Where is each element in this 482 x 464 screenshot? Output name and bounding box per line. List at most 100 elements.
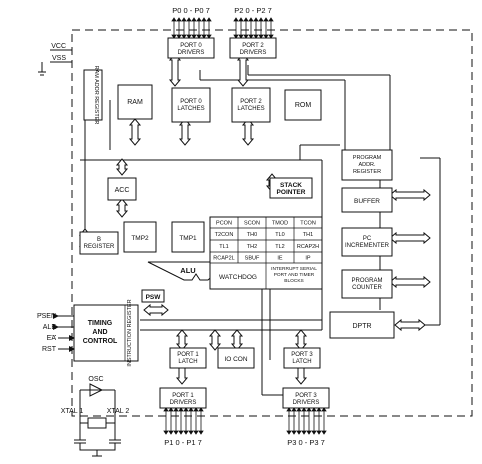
internal-bus	[80, 65, 441, 396]
port1-pin-arrowhead	[163, 407, 169, 412]
port2-pin-arrowhead	[268, 34, 274, 39]
ram-box	[117, 84, 153, 120]
port3-pin-arrowhead	[286, 407, 292, 412]
pc-incrementer-box	[341, 227, 393, 257]
port2-pin-arrowhead	[268, 17, 274, 22]
sfr-cell-t2con: T2CON	[215, 232, 234, 238]
port2-pin-arrowhead	[248, 17, 254, 22]
port1-pin-arrowhead	[193, 407, 199, 412]
alu-label: ALU	[180, 266, 195, 275]
port0-pin-arrowhead	[186, 17, 192, 22]
ram-addr-register-label: RAM ADDR REGISTER	[93, 66, 99, 125]
ale-label: ALE	[43, 324, 57, 331]
port3-pin-arrowhead	[311, 430, 317, 435]
rom-label: ROM	[295, 102, 312, 109]
port3-pin-arrows	[286, 407, 327, 435]
port2-pin-arrowhead	[253, 34, 259, 39]
port3-pin-arrowhead	[301, 430, 307, 435]
port2-drivers-box	[229, 37, 277, 59]
sfr-cell-th1: TH1	[303, 232, 313, 238]
program-addr-register-box	[341, 149, 393, 181]
port0-pin-arrowhead	[186, 34, 192, 39]
port1-pin-arrowhead	[178, 407, 184, 412]
sfr-cell-tl0: TL0	[275, 232, 284, 238]
port1-pin-arrowhead	[188, 430, 194, 435]
program-counter-line2: COUNTER	[352, 285, 382, 291]
xtal2-label: XTAL 2	[107, 408, 130, 415]
port0-drivers-line2: DRIVERS	[178, 50, 205, 56]
port1-pin-arrowhead	[183, 430, 189, 435]
ram-label: RAM	[127, 99, 143, 106]
port2-pin-arrowhead	[238, 17, 244, 22]
port2-pin-arrowhead	[233, 17, 239, 22]
timing-line3: CONTROL	[83, 338, 118, 345]
port1-pin-arrowhead	[173, 430, 179, 435]
port0-pin-arrowhead	[201, 34, 207, 39]
port1-pin-arrowhead	[183, 407, 189, 412]
pc-incrementer-line1: PC	[363, 236, 372, 242]
labels: VCC VSS P0 0 - P0 7 P2 0 - P2 7 P1 0 - P…	[37, 6, 390, 447]
port1-drivers-box	[159, 387, 207, 409]
port0-pin-arrowhead	[171, 34, 177, 39]
sfr-cell-scon: SCON	[244, 221, 260, 227]
sfr-cell-rcap2l: RCAP2L	[213, 256, 234, 262]
port2-pin-arrowhead	[263, 17, 269, 22]
port0-pin-arrowhead	[201, 17, 207, 22]
port1-drivers-line2: DRIVERS	[170, 400, 197, 406]
port3-pin-arrowhead	[291, 407, 297, 412]
port1-pin-arrowhead	[193, 430, 199, 435]
port3-pins-label: P3 0 - P3 7	[287, 438, 325, 447]
port0-pin-arrowhead	[206, 17, 212, 22]
stack-pointer-box	[269, 177, 313, 199]
xtal1-label: XTAL 1	[61, 408, 84, 415]
rst-label: RST	[42, 346, 57, 353]
sfr-cell-th0: TH0	[247, 232, 257, 238]
port2-pin-arrowhead	[233, 34, 239, 39]
program-counter-box	[341, 269, 393, 299]
port0-pin-arrowhead	[196, 34, 202, 39]
port1-pin-arrowhead	[178, 430, 184, 435]
sfr-grid	[124, 217, 322, 361]
vcc-label: VCC	[51, 43, 66, 50]
port1-pin-arrowhead	[198, 430, 204, 435]
sfr-cell-ie: IE	[277, 256, 283, 262]
port1-pin-arrowhead	[173, 407, 179, 412]
port2-pin-arrowhead	[243, 34, 249, 39]
psen-label: PSEN	[37, 313, 56, 320]
stack-pointer-line1: STACK	[280, 182, 302, 189]
port2-pin-arrowhead	[238, 34, 244, 39]
port2-pins-label: P2 0 - P2 7	[234, 6, 272, 15]
sfr-cell-tl2: TL2	[275, 244, 284, 250]
tmp2-label: TMP2	[131, 235, 149, 242]
interrupt-line2: PORT AND TIMER	[274, 272, 315, 278]
port3-latch-line1: PORT 3	[291, 352, 313, 358]
port3-latch-box	[283, 347, 321, 369]
port1-latch-line2: LATCH	[178, 359, 197, 365]
ea-label: EA	[47, 335, 57, 342]
tmp1-label: TMP1	[179, 235, 197, 242]
port1-pins-label: P1 0 - P1 7	[164, 438, 202, 447]
port3-pin-arrowhead	[316, 407, 322, 412]
port1-pin-arrowhead	[168, 430, 174, 435]
osc-buffer	[89, 383, 104, 397]
port0-pin-arrowhead	[176, 17, 182, 22]
port0-latches-line2: LATCHES	[177, 106, 204, 112]
sfr-cell-tmod: TMOD	[272, 221, 288, 227]
port3-drivers-line1: PORT 3	[295, 393, 317, 399]
sfr-cell-th2: TH2	[247, 244, 257, 250]
port1-pin-arrowhead	[188, 407, 194, 412]
port0-pins-label: P0 0 - P0 7	[172, 6, 210, 15]
port3-pin-arrowhead	[306, 407, 312, 412]
crystal	[87, 417, 107, 429]
port2-pin-arrowhead	[258, 17, 264, 22]
vss-label: VSS	[52, 55, 66, 62]
port3-pin-arrowhead	[296, 407, 302, 412]
port2-pin-arrowhead	[258, 34, 264, 39]
program-addr-line3: REGISTER	[353, 169, 381, 175]
